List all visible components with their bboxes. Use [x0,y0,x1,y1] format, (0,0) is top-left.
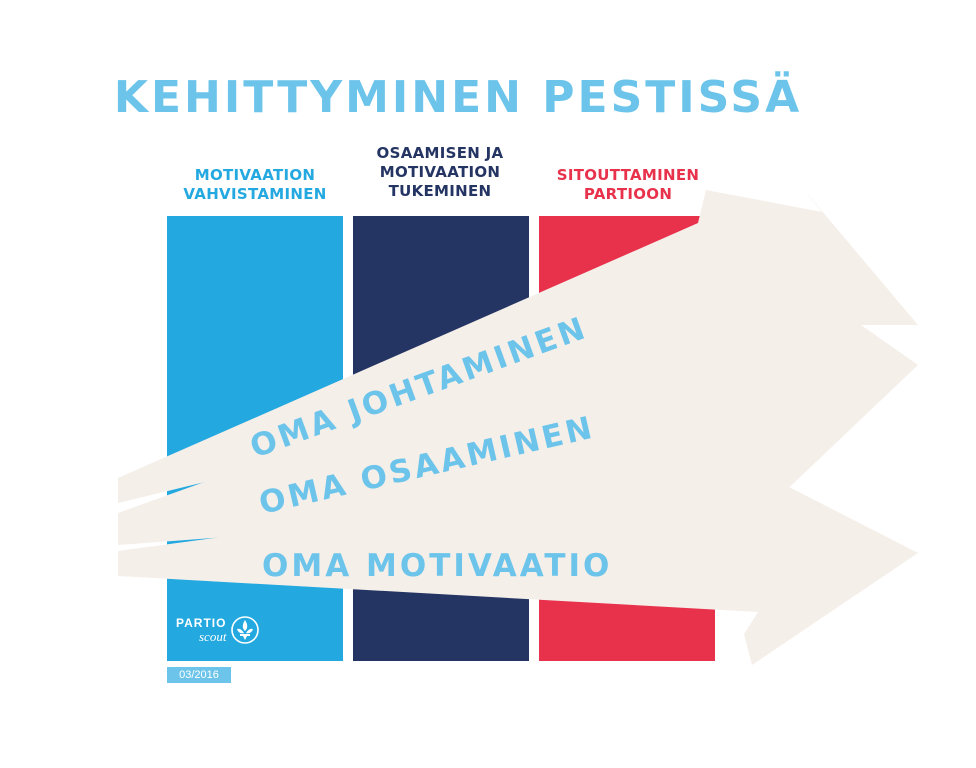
column-header-motivation: MOTIVAATION VAHVISTAMINEN [160,166,350,204]
column-header-commitment: SITOUTTAMINEN PARTIOON [533,166,723,204]
column-header-competence: OSAAMISEN JA MOTIVAATION TUKEMINEN [345,144,535,201]
page-title: KEHITTYMINEN PESTISSÄ [113,72,803,123]
arrow-oma-johtaminen [118,185,918,503]
date-badge: 03/2016 [167,667,231,683]
column-header-line: MOTIVAATION [379,163,501,181]
column-header-line: MOTIVAATION [194,166,316,184]
column-header-line: SITOUTTAMINEN [556,166,700,184]
scout-lily-icon [231,616,260,644]
logo-word-partio: PARTIO [176,616,227,630]
column-header-line: OSAAMISEN JA [376,144,504,162]
arrow-label-motivaatio: OMA MOTIVAATIO [262,548,612,584]
column-header-line: PARTIOON [583,185,673,203]
column-header-line: TUKEMINEN [388,182,492,200]
partio-scout-logo: PARTIO scout [176,615,260,645]
arrow-oma-motivaatio [118,466,918,665]
column-header-line: VAHVISTAMINEN [183,185,327,203]
logo-word-scout: scout [199,629,227,644]
